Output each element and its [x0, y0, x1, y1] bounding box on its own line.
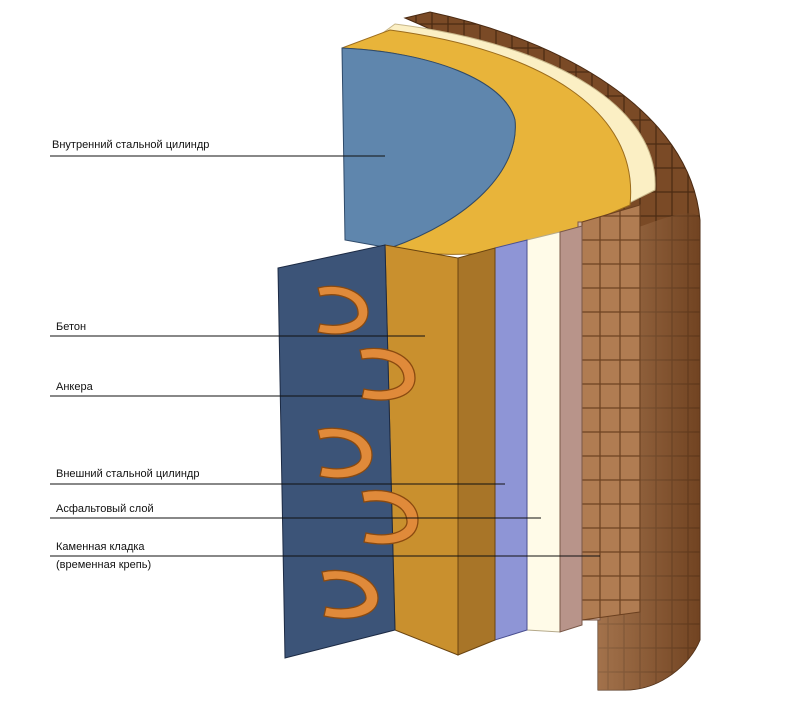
concrete-side: [457, 247, 496, 656]
anchor-1: [317, 285, 369, 335]
outer-steel-cylinder: [494, 239, 528, 641]
concrete-front: [384, 244, 459, 656]
label-outer-cylinder: Внешний стальной цилиндр: [56, 468, 199, 480]
label-concrete: Бетон: [56, 321, 86, 333]
label-masonry-line1: Каменная кладка: [56, 541, 145, 553]
label-masonry-line2: (временная крепь): [56, 559, 151, 571]
anchor-2: [359, 347, 416, 401]
anchor-4: [361, 489, 419, 545]
anchor-3: [317, 427, 373, 479]
separator-layer: [559, 225, 583, 633]
label-anchors: Анкера: [56, 381, 94, 393]
anchor-5: [321, 569, 379, 619]
asphalt-layer: [526, 231, 561, 633]
label-asphalt: Асфальтовый слой: [56, 503, 154, 515]
anchors-group: [317, 285, 419, 619]
label-inner-cylinder: Внутренний стальной цилиндр: [52, 139, 209, 151]
masonry-brick-front: [581, 204, 641, 621]
inner-steel-cylinder: [341, 47, 516, 249]
